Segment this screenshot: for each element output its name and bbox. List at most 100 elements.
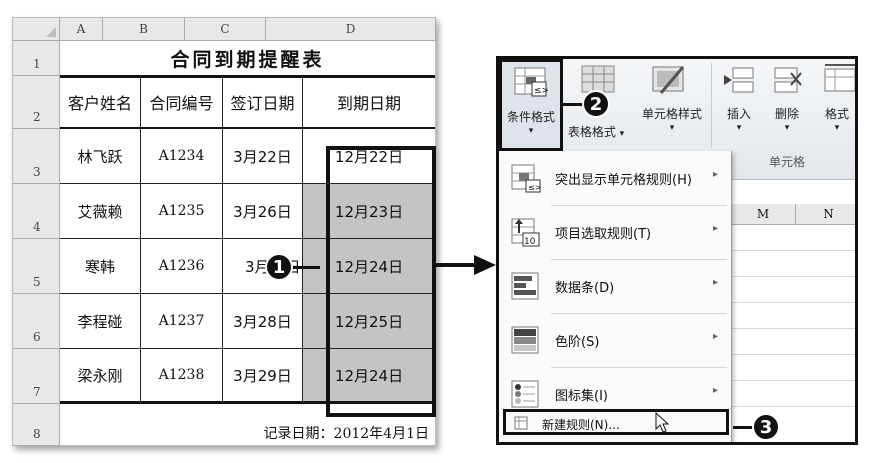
table-format-button[interactable]: 表格格式 ▾ — [561, 123, 631, 140]
cell-due-highlighted[interactable]: 12月24日 — [303, 349, 435, 404]
column-header-m[interactable]: M — [731, 204, 796, 225]
format-button[interactable]: 格式 — [824, 107, 849, 121]
menu-item-highlight-rules[interactable]: ≤> 突出显示单元格规则(H) ▸ — [499, 151, 731, 205]
grid-line — [731, 380, 855, 381]
cell-code[interactable]: A1235 — [141, 184, 223, 239]
insert-button[interactable]: 插入 — [726, 107, 751, 121]
row-header-3[interactable]: 3 — [13, 129, 60, 184]
cell-signed[interactable]: 3月29日 — [223, 349, 303, 404]
ribbon-divider — [711, 63, 712, 149]
column-header-a[interactable]: A — [60, 18, 103, 41]
grid-line — [731, 354, 855, 355]
format-arrow: ▾ — [834, 123, 840, 133]
callout-badge-1: 1 — [265, 253, 293, 281]
record-date-label: 记录日期： — [263, 426, 334, 442]
new-rule-label: 新建规则(N)... — [542, 418, 620, 432]
menu-item-color-scales[interactable]: 色阶(S) ▸ — [499, 313, 731, 367]
submenu-arrow-icon: ▸ — [713, 223, 719, 234]
new-rule-icon — [514, 416, 528, 430]
new-rule-menu-item[interactable]: 新建规则(N)... — [503, 409, 729, 435]
grid-line — [731, 276, 855, 277]
cell-signed[interactable]: 3月22日 — [223, 129, 303, 184]
delete-arrow: ▾ — [784, 123, 790, 133]
record-date-value: 2012年4月1日 — [333, 426, 429, 442]
column-header-n[interactable]: N — [796, 204, 855, 225]
highlight-rules-icon: ≤> — [511, 164, 541, 193]
spreadsheet: A B C D 1 2 3 4 5 6 7 8 合同到期提醒表 客户姓名 合同编… — [12, 17, 436, 446]
svg-text:≤>: ≤> — [528, 183, 541, 192]
select-all-corner[interactable] — [13, 18, 60, 41]
cell-style-arrow: ▾ — [669, 123, 675, 133]
menu-item-top-bottom-rules[interactable]: 10 项目选取规则(T) ▸ — [499, 205, 731, 259]
cell-signed[interactable]: 3月28日 — [223, 294, 303, 349]
top-bottom-rules-icon: 10 — [511, 218, 540, 247]
format-icon — [824, 64, 855, 92]
cells-group-label: 单元格 — [768, 155, 805, 169]
cell-code[interactable]: A1234 — [141, 129, 223, 184]
conditional-format-label: 条件格式 — [506, 110, 555, 124]
cell-due-highlighted[interactable]: 12月25日 — [303, 294, 435, 349]
menu-separator — [551, 367, 727, 368]
table-format-label: 表格格式 — [567, 125, 616, 139]
row-header-5[interactable]: 5 — [13, 239, 60, 294]
header-contract-no[interactable]: 合同编号 — [141, 76, 223, 129]
row-header-1[interactable]: 1 — [13, 41, 60, 76]
record-date-note[interactable]: 记录日期： 2012年4月1日 — [60, 421, 435, 445]
header-sign-date[interactable]: 签订日期 — [223, 76, 303, 129]
menu-item-data-bars[interactable]: 数据条(D) ▸ — [499, 259, 731, 313]
cell-due-highlighted[interactable]: 12月23日 — [303, 184, 435, 239]
conditional-format-icon: ≤> — [514, 67, 548, 97]
delete-icon — [774, 67, 802, 93]
row-header-7[interactable]: 7 — [13, 349, 60, 404]
header-due-date[interactable]: 到期日期 — [303, 76, 435, 129]
row-header-6[interactable]: 6 — [13, 294, 60, 349]
cell-name[interactable]: 艾薇赖 — [60, 184, 141, 239]
cell-code[interactable]: A1237 — [141, 294, 223, 349]
column-header-c[interactable]: C — [185, 18, 266, 41]
row-header-4[interactable]: 4 — [13, 184, 60, 239]
menu-separator — [551, 259, 727, 260]
submenu-arrow-icon: ▸ — [713, 331, 719, 342]
mouse-cursor-icon — [655, 412, 670, 433]
menu-item-label: 色阶(S) — [555, 335, 600, 350]
submenu-arrow-icon: ▸ — [713, 385, 719, 396]
conditional-format-arrow: ▾ — [528, 126, 534, 136]
cell-name[interactable]: 李程碰 — [60, 294, 141, 349]
callout-connector-2 — [560, 103, 584, 106]
cell-name[interactable]: 梁永刚 — [60, 349, 141, 404]
svg-text:≤>: ≤> — [534, 86, 548, 96]
grid-line — [731, 328, 855, 329]
grid-line — [731, 406, 855, 407]
column-header-d[interactable]: D — [266, 18, 436, 41]
conditional-format-button[interactable]: ≤> 条件格式 ▾ — [499, 59, 563, 151]
cell-due[interactable]: 12月22日 — [303, 129, 435, 184]
callout-badge-3: 3 — [752, 413, 780, 441]
delete-button[interactable]: 删除 — [774, 107, 799, 121]
callout-connector-3 — [733, 426, 755, 429]
cell-due-highlighted[interactable]: 12月24日 — [303, 239, 435, 294]
column-header-b[interactable]: B — [103, 18, 185, 41]
color-scales-icon — [511, 326, 539, 354]
svg-text:10: 10 — [524, 237, 536, 247]
background-worksheet: M N — [731, 204, 855, 442]
cell-signed[interactable]: 3月26日 — [223, 184, 303, 239]
row-header-2[interactable]: 2 — [13, 76, 60, 129]
row-header-8[interactable]: 8 — [13, 404, 60, 446]
conditional-format-menu: ≤> 突出显示单元格规则(H) ▸ 10 项目选取规则(T) ▸ — [499, 151, 732, 442]
insert-arrow: ▾ — [736, 123, 742, 133]
table-format-arrow: ▾ — [619, 129, 625, 139]
right-arrow-icon — [434, 255, 496, 275]
cell-code[interactable]: A1236 — [141, 239, 223, 294]
menu-separator — [551, 205, 727, 206]
cell-code[interactable]: A1238 — [141, 349, 223, 404]
menu-item-label: 突出显示单元格规则(H) — [555, 173, 692, 188]
insert-icon — [724, 67, 754, 93]
cell-name[interactable]: 寒韩 — [60, 239, 141, 294]
callout-connector-1 — [290, 266, 320, 269]
cell-style-button[interactable]: 单元格样式 — [641, 107, 702, 121]
sheet-title[interactable]: 合同到期提醒表 — [60, 41, 435, 78]
excel-ribbon-panel: ≤> 条件格式 ▾ 表格格式 ▾ 单元格样式 ▾ 插入 ▾ — [496, 56, 858, 445]
header-customer-name[interactable]: 客户姓名 — [60, 76, 141, 129]
cell-name[interactable]: 林飞跃 — [60, 129, 141, 184]
menu-item-icon-sets[interactable]: 图标集(I) ▸ — [499, 367, 731, 421]
